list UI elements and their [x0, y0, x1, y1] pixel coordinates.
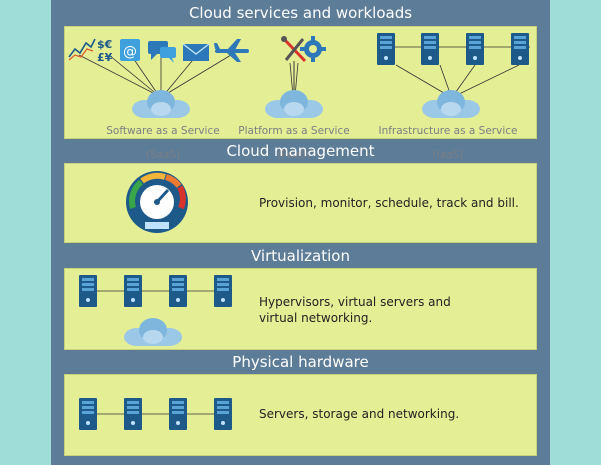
currency-icon: $€ £¥ [97, 38, 113, 64]
chart-icon [68, 38, 96, 61]
server-icon [466, 33, 484, 65]
virtualization-description: Hypervisors, virtual servers and virtual… [259, 295, 451, 325]
server-icon [79, 398, 97, 430]
section-title-physical-hardware: Physical hardware [232, 353, 369, 371]
virtualization-graphic [79, 275, 232, 346]
cloud-icon [124, 318, 182, 346]
server-icon [124, 275, 142, 307]
server-icon [169, 275, 187, 307]
saas-label: Software as a Service [106, 125, 220, 137]
server-icon [169, 398, 187, 430]
saas-abbr: (SaaS) [145, 149, 181, 161]
management-graphic [126, 171, 188, 233]
email-at-icon: @ [120, 39, 140, 61]
hardware-description: Servers, storage and networking. [259, 407, 460, 421]
server-icon [511, 33, 529, 65]
section-title-virtualization: Virtualization [251, 247, 350, 265]
saas-caption: Software as a Service (SaaS) [93, 113, 233, 173]
chat-icon [148, 41, 176, 63]
paas-abbr: (PaaS) [277, 149, 311, 161]
svg-text:£¥: £¥ [97, 51, 113, 64]
saas-connectors [78, 54, 232, 97]
envelope-icon [182, 43, 210, 61]
server-icon [124, 398, 142, 430]
paas-caption: Platform as a Service (PaaS) [227, 113, 361, 173]
gauge-icon [126, 171, 188, 233]
panel-cloud-management: Provision, monitor, schedule, track and … [64, 163, 537, 243]
server-icon [377, 33, 395, 65]
cloud-services-graphic: $€ £¥ @ [68, 33, 530, 118]
panel-physical-hardware: Servers, storage and networking. [64, 374, 537, 456]
section-title-cloud-services: Cloud services and workloads [188, 4, 413, 22]
server-icon [421, 33, 439, 65]
panel-virtualization: Hypervisors, virtual servers and virtual… [64, 268, 537, 350]
server-icon [214, 275, 232, 307]
paas-label: Platform as a Service [238, 125, 350, 137]
server-icon [214, 398, 232, 430]
hardware-graphic [79, 398, 232, 430]
iaas-label: Infrastructure as a Service [378, 125, 518, 137]
airplane-icon [214, 39, 249, 62]
iaas-connectors [386, 46, 530, 97]
management-description: Provision, monitor, schedule, track and … [259, 196, 519, 210]
iaas-caption: Infrastructure as a Service (IaaS) [373, 113, 523, 173]
svg-text:$€: $€ [97, 38, 112, 51]
panel-cloud-services: $€ £¥ @ [64, 26, 537, 161]
tools-icon [281, 36, 326, 63]
iaas-abbr: (IaaS) [432, 149, 464, 161]
section-title-cloud-management: Cloud management [226, 142, 375, 160]
svg-text:@: @ [123, 44, 137, 60]
server-icon [79, 275, 97, 307]
